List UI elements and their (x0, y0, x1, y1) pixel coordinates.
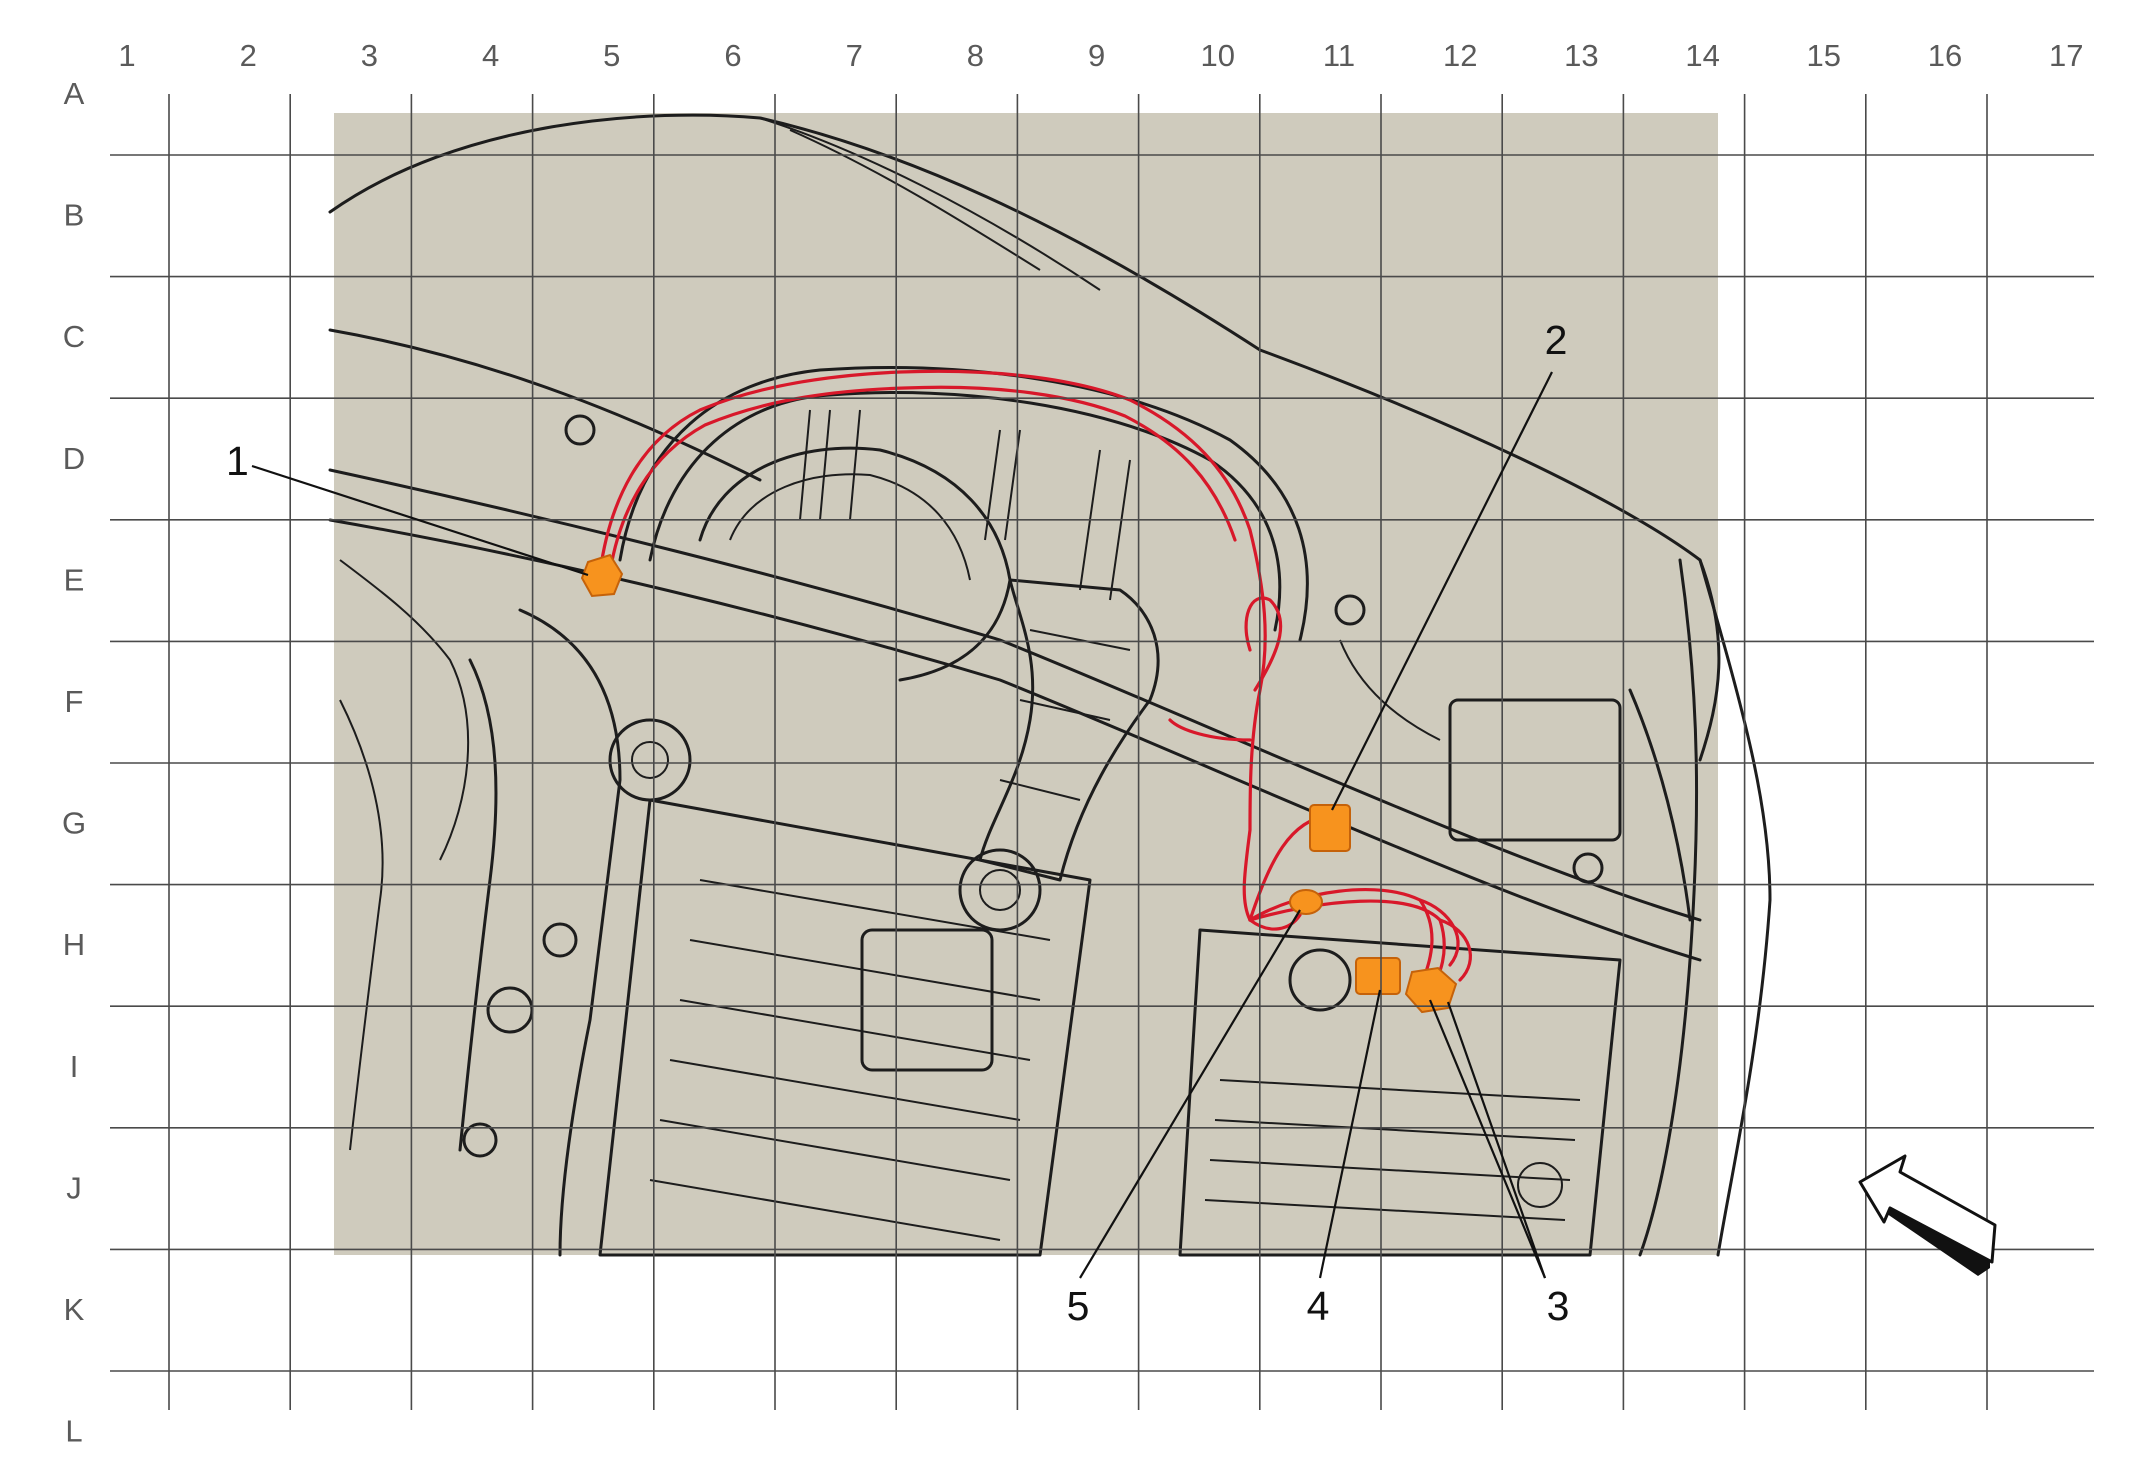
row-label: L (65, 1414, 82, 1449)
callout-4: 4 (1307, 1283, 1330, 1329)
leader-2 (1331, 371, 1553, 811)
callout-1: 1 (226, 438, 249, 484)
column-label: 14 (1685, 38, 1719, 73)
row-label: B (64, 198, 85, 233)
connector-2 (1309, 804, 1351, 852)
callout-3: 3 (1547, 1283, 1570, 1329)
column-label: 7 (846, 38, 863, 73)
connector-5 (1289, 889, 1323, 915)
row-label: E (64, 562, 85, 597)
column-label: 10 (1201, 38, 1235, 73)
leader-3b (1446, 1001, 1547, 1279)
reference-grid (110, 94, 2094, 1410)
column-label: 6 (724, 38, 741, 73)
row-label: F (65, 684, 84, 719)
row-label: A (64, 76, 85, 111)
vehicle-structure (328, 113, 1772, 1257)
row-label: I (70, 1049, 79, 1084)
column-label: 9 (1088, 38, 1105, 73)
column-label: 13 (1564, 38, 1598, 73)
column-label: 17 (2049, 38, 2083, 73)
row-label: K (64, 1292, 85, 1327)
callout-2: 2 (1545, 317, 1568, 363)
arrow-up-left-icon (1858, 1154, 1997, 1276)
callout-leaders (251, 371, 1553, 1279)
row-label: D (63, 441, 85, 476)
row-label: J (66, 1170, 82, 1205)
column-label: 4 (482, 38, 499, 73)
connector-1 (580, 553, 624, 598)
row-label: H (63, 927, 85, 962)
row-label: C (63, 319, 85, 354)
connector-4 (1355, 957, 1401, 995)
leader-4 (1318, 989, 1382, 1279)
connector-3 (1404, 966, 1458, 1014)
column-label: 1 (118, 38, 135, 73)
column-label: 3 (361, 38, 378, 73)
leader-5 (1079, 909, 1301, 1279)
leader-3 (1428, 999, 1547, 1279)
row-label: G (62, 806, 86, 841)
row-labels: A B C D E F G H I J K L (62, 76, 86, 1449)
column-label: 11 (1323, 38, 1355, 73)
drawing-background (334, 113, 1718, 1255)
column-label: 5 (603, 38, 620, 73)
callout-5: 5 (1067, 1283, 1090, 1329)
column-label: 15 (1807, 38, 1841, 73)
callout-labels: 1 2 3 4 5 (226, 317, 1569, 1329)
column-label: 16 (1928, 38, 1962, 73)
column-label: 8 (967, 38, 984, 73)
column-label: 12 (1443, 38, 1477, 73)
leader-1 (251, 464, 589, 577)
column-label: 2 (240, 38, 257, 73)
connectors (580, 553, 1458, 1014)
